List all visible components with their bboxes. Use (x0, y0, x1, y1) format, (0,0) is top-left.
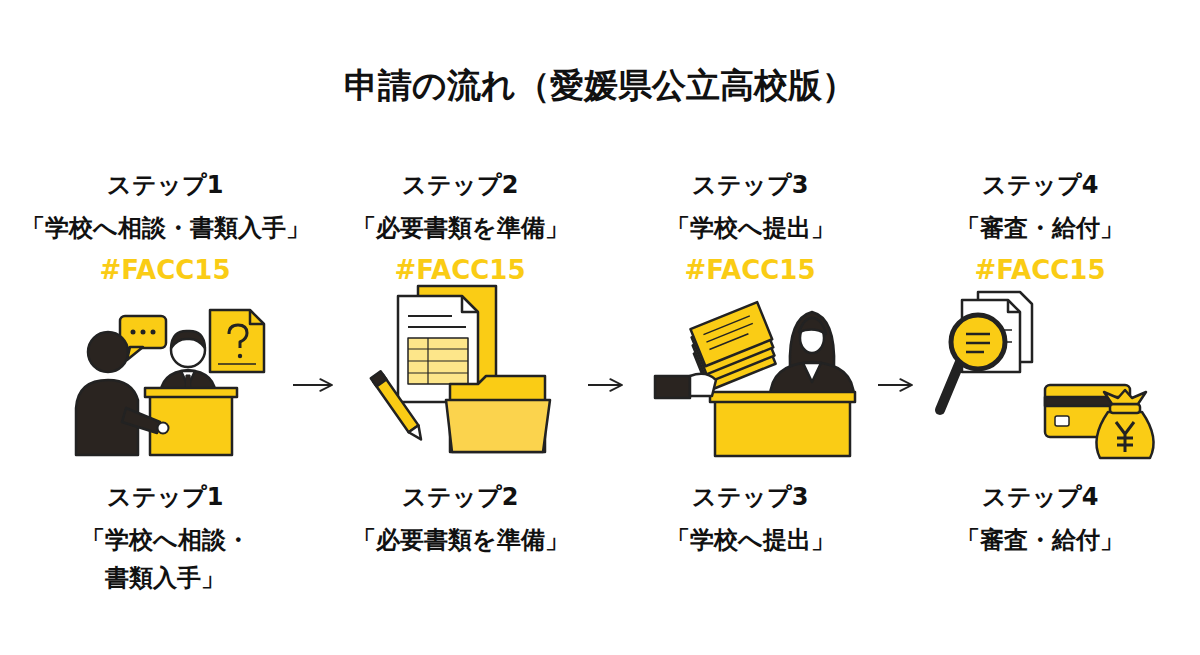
step-number: ステップ2 (402, 166, 519, 204)
step-number: ステップ3 (692, 478, 809, 516)
icon-shape (1104, 390, 1146, 404)
step-group: ステップ4 「審査・給付」 #FACC15 ステップ4 「審査・給付」 (915, 165, 1165, 605)
submission-icon (655, 302, 855, 456)
step-group: ステップ3 「学校へ提出」 #FACC15 ステップ3 「学校へ提出」 (625, 165, 875, 605)
review-icon (940, 292, 1154, 458)
step-group: ステップ2 「必要書類を準備」 #FACC15 ステップ2 「必要書類を準備」 (335, 165, 585, 605)
color-code: #FACC15 (394, 251, 525, 289)
flow-arrow (293, 384, 332, 386)
icon-shape (1008, 300, 1020, 312)
color-code: #FACC15 (974, 251, 1105, 289)
icon-shape (966, 333, 990, 336)
icon-shape (655, 376, 690, 398)
icon-shape (122, 408, 160, 433)
icon-shape (1096, 412, 1153, 458)
icon-shape (408, 372, 468, 373)
icon-shape (408, 360, 468, 361)
icon-shape (409, 425, 426, 443)
step-name: 「学校へ相談・書類入手」 (21, 209, 310, 247)
icon-shape (229, 325, 247, 348)
icon-shape (371, 371, 387, 386)
step-name: 「学校へ提出」 (666, 209, 835, 247)
icon-shape (790, 312, 834, 368)
documents-icon (371, 286, 550, 452)
icon-shape (371, 371, 426, 443)
step-number: ステップ1 (107, 478, 224, 516)
icon-shape (966, 351, 984, 354)
step-group: ステップ1「学校へ相談・書類入手」#FACC15ステップ1「学校へ相談・ 書類入… (40, 165, 290, 605)
icon-shape (709, 334, 748, 350)
icon-shape (690, 302, 772, 366)
icon-shape (150, 394, 232, 455)
step-number: ステップ1 (107, 166, 224, 204)
icon-shape (715, 398, 850, 456)
icon-shape (238, 354, 242, 358)
step-name: 「学校へ相談・ 書類入手」 (65, 521, 265, 597)
icon-shape (703, 316, 749, 335)
icon-shape (210, 310, 264, 372)
step-name: 「審査・給付」 (956, 209, 1124, 247)
icon-shape (408, 348, 468, 349)
flow-arrow (588, 384, 622, 386)
icon-shape (690, 374, 716, 396)
icon-shape (141, 330, 146, 335)
icon-shape (171, 331, 205, 348)
icon-shape (145, 388, 237, 397)
step-number: ステップ2 (402, 478, 519, 516)
icon-shape (151, 330, 156, 335)
icon-shape (127, 347, 143, 360)
icon-shape (462, 296, 478, 312)
icon-shape (1055, 416, 1069, 426)
color-code: #FACC15 (684, 251, 815, 289)
color-code: #FACC15 (99, 251, 230, 289)
icon-shape (803, 363, 821, 382)
icon-shape (1116, 422, 1134, 452)
consultation-icon (76, 310, 264, 455)
icon-shape (408, 326, 466, 328)
icon-shape (88, 332, 128, 372)
icon-shape (940, 362, 960, 410)
step-name: 「必要書類を準備」 (352, 209, 569, 247)
icon-shape (966, 342, 990, 345)
step-number: ステップ4 (982, 478, 1099, 516)
step-name: 「審査・給付」 (956, 521, 1124, 559)
icon-shape (158, 423, 169, 434)
icon-shape (427, 338, 428, 384)
flow-arrow (878, 384, 912, 386)
icon-shape (951, 315, 1005, 369)
icon-shape (218, 363, 256, 365)
step-name: 「必要書類を準備」 (352, 521, 569, 559)
icon-shape (408, 338, 468, 384)
icon-shape (1110, 404, 1140, 413)
icon-shape (706, 323, 752, 342)
step-number: ステップ4 (982, 166, 1099, 204)
diagram-title: 申請の流れ（愛媛県公立高校版） (0, 60, 1200, 110)
step-name: 「学校へ提出」 (666, 521, 835, 559)
icon-shape (446, 400, 550, 452)
icon-shape (131, 330, 136, 335)
icon-shape (408, 315, 452, 317)
step-number: ステップ3 (692, 166, 809, 204)
icon-shape (710, 392, 855, 402)
icon-shape (250, 310, 264, 324)
icon-shape (799, 318, 826, 334)
